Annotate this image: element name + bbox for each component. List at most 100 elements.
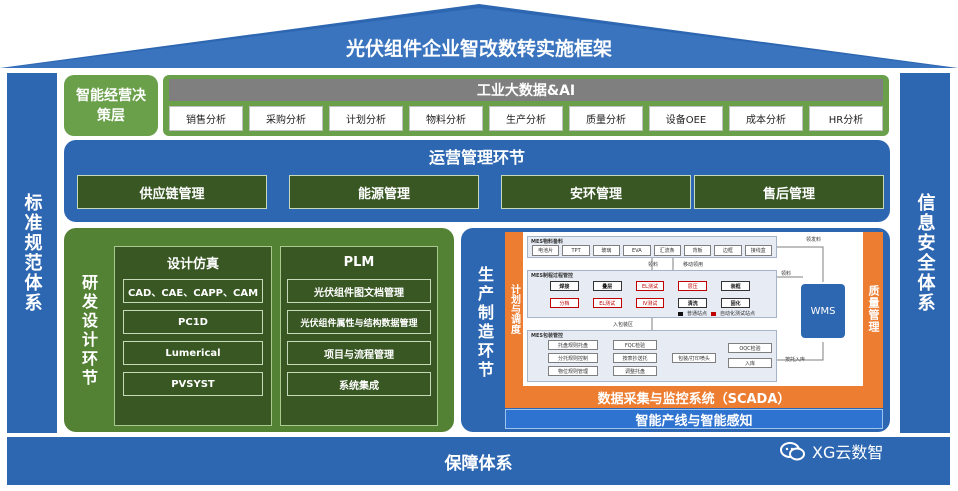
analysis-item-oee: 设备OEE	[649, 106, 723, 131]
smart-line-bar: 智能产线与智能感知	[505, 409, 883, 429]
left-pillar-standards: 标准规范体系	[7, 73, 57, 433]
material-item-cell: 电池片	[532, 245, 560, 256]
quality-strip: 质量管理	[863, 232, 883, 386]
rd-plm-column: PLM 光伏组件图文档管理 光伏组件属性与结构数据管理 项目与流程管理 系统集成	[280, 246, 438, 426]
roof-shape	[0, 4, 958, 68]
material-return-label: 领发料	[806, 237, 822, 243]
pack-col1-split-rule: 分托规则控制	[548, 353, 598, 363]
ops-item-after-sales: 售后管理	[694, 175, 884, 209]
plan-schedule-strip: 计划与调度	[505, 232, 523, 386]
material-item-frame: 边框	[714, 245, 742, 256]
material-item-glass: 玻璃	[592, 245, 621, 256]
process-step-layup: 叠层	[592, 281, 622, 291]
material-flow-label: 领料	[781, 271, 792, 277]
decision-layer-label: 智能经营决策层	[76, 87, 146, 124]
rd-simulation-title: 设计仿真	[166, 256, 219, 272]
watermark-text: XG云数智	[812, 443, 884, 462]
operations-panel: 运营管理环节 供应链管理 能源管理 安环管理 售后管理	[64, 140, 890, 222]
mfg-label: 生产制造环节	[475, 266, 494, 380]
material-move-label: 移动领用	[683, 262, 704, 268]
pack-col1-pallet-rule: 托盘规则托盘	[548, 340, 598, 350]
rd-plm-item-docs: 光伏组件图文档管理	[287, 279, 431, 303]
legend-normal-label: 普通站点	[687, 311, 708, 317]
mes-material-title: MES物料备料	[531, 239, 563, 245]
analysis-item-plan: 计划分析	[329, 106, 403, 131]
mes-area: MES物料备料 电池片 TPT 玻璃 EVA 汇流条 背板 边框 接线盒 领料 …	[523, 232, 863, 386]
mes-connectors	[651, 246, 824, 361]
mes-process-title: MES制程过程管控	[531, 273, 573, 279]
material-item-busbar: 汇流条	[653, 245, 681, 256]
legend-normal-swatch	[678, 311, 683, 316]
bigdata-title: 工业大数据&AI	[169, 79, 883, 101]
analysis-item-production: 生产分析	[489, 106, 563, 131]
rd-sim-item-lumerical: Lumerical	[123, 341, 263, 365]
watermark: XG云数智	[780, 438, 950, 464]
pack-col4-storage: 入库	[728, 358, 772, 368]
process-step-welding: 焊接	[550, 281, 579, 291]
roof	[0, 0, 958, 68]
material-item-backsheet: 背板	[683, 245, 712, 256]
analysis-item-hr: HR分析	[809, 106, 883, 131]
material-item-tpt: TPT	[562, 245, 590, 256]
wms-box: WMS	[801, 284, 845, 338]
mes-pack-group: MES包装管控 托盘规则托盘 分托规则控制 物位规则管理 FQC检验 按表抄送托…	[527, 330, 777, 382]
ops-item-supply-chain: 供应链管理	[77, 175, 267, 209]
mes-process-group: MES制程过程管控 焊接 叠层 EL测试 层压 装框 分档 EL测试 IV测试 …	[527, 270, 777, 318]
rd-panel: 研发设计环节 设计仿真 CAD、CAE、CAPP、CAM PC1D Lumeri…	[64, 228, 454, 432]
rd-plm-item-attributes: 光伏组件属性与结构数据管理	[287, 310, 431, 334]
decision-layer: 智能经营决策层	[64, 75, 158, 136]
rd-plm-item-integration: 系统集成	[287, 372, 431, 396]
rd-sim-item-pc1d: PC1D	[123, 310, 263, 334]
bottom-bar-guarantee: 保障体系	[7, 437, 950, 485]
rd-label: 研发设计环节	[79, 273, 98, 388]
material-item-eva: EVA	[623, 245, 651, 256]
mes-material-group: MES物料备料 电池片 TPT 玻璃 EVA 汇流条 背板 边框 接线盒	[527, 236, 777, 258]
pack-mid-print: 包装/打印喷头	[672, 353, 716, 363]
analysis-item-purchase: 采购分析	[249, 106, 323, 131]
mes-material-items: 电池片 TPT 玻璃 EVA 汇流条 背板 边框 接线盒	[532, 245, 772, 256]
process-legend: 普通站点 自动化测试站点	[678, 310, 755, 317]
process-step-el-test-2: EL测试	[592, 298, 622, 308]
process-step-cleaning: 清洗	[678, 298, 708, 308]
process-row-2: 分档 EL测试 IV测试 清洗 固化	[550, 298, 750, 308]
mfg-panel: 生产制造环节 计划与调度 质量管理 MES物料备料 电池片 TPT 玻璃 EVA…	[461, 228, 890, 432]
quality-label: 质量管理	[867, 285, 880, 333]
legend-auto-swatch	[711, 311, 717, 316]
process-row-1: 焊接 叠层 EL测试 层压 装框	[550, 281, 750, 291]
operations-title: 运营管理环节	[428, 148, 525, 167]
pack-col4-oqc: OQC检验	[728, 343, 772, 353]
analysis-item-sales: 销售分析	[169, 106, 243, 131]
rd-sim-item-pvsyst: PVSYST	[123, 372, 263, 396]
rd-simulation-column: 设计仿真 CAD、CAE、CAPP、CAM PC1D Lumerical PVS…	[114, 246, 272, 426]
pack-in-label: 入包装区	[613, 322, 634, 328]
pack-col1-position-rule: 物位规则管理	[548, 366, 598, 376]
pack-col2-adjust-pallet: 调整托盘	[613, 366, 657, 376]
ops-item-safety-env: 安环管理	[501, 175, 691, 209]
rd-sim-item-cad: CAD、CAE、CAPP、CAM	[123, 279, 263, 303]
bigdata-items: 销售分析 采购分析 计划分析 物料分析 生产分析 质量分析 设备OEE 成本分析…	[169, 106, 883, 131]
process-step-iv-test: IV测试	[635, 298, 665, 308]
mes-pack-title: MES包装管控	[531, 333, 563, 339]
material-item-junction-box: 接线盒	[744, 245, 772, 256]
analysis-item-cost: 成本分析	[729, 106, 803, 131]
bigdata-panel: 工业大数据&AI 销售分析 采购分析 计划分析 物料分析 生产分析 质量分析 设…	[163, 75, 889, 136]
wechat-icon	[780, 442, 805, 461]
process-step-framing: 装框	[721, 281, 750, 291]
material-feed-label: 领料	[648, 262, 659, 268]
right-pillar-security: 信息安全体系	[900, 73, 950, 433]
ops-item-energy: 能源管理	[289, 175, 479, 209]
pack-col2-pallet-list: 按表抄送托	[613, 353, 657, 363]
process-step-curing: 固化	[721, 298, 750, 308]
process-step-lamination: 层压	[678, 281, 708, 291]
roof-title: 光伏组件企业智改数转实施框架	[345, 37, 612, 60]
process-step-binning: 分档	[550, 298, 579, 308]
process-step-el-test-1: EL测试	[635, 281, 665, 291]
analysis-item-material: 物料分析	[409, 106, 483, 131]
rd-plm-title: PLM	[343, 254, 375, 270]
legend-auto-label: 自动化测试站点	[720, 311, 756, 317]
analysis-item-quality: 质量分析	[569, 106, 643, 131]
scada-bar: 数据采集与监控系统（SCADA）	[505, 386, 883, 408]
rd-plm-item-project: 项目与流程管理	[287, 341, 431, 365]
pack-col2-fqc: FQC检验	[613, 340, 657, 350]
plan-schedule-label: 计划与调度	[508, 284, 520, 334]
